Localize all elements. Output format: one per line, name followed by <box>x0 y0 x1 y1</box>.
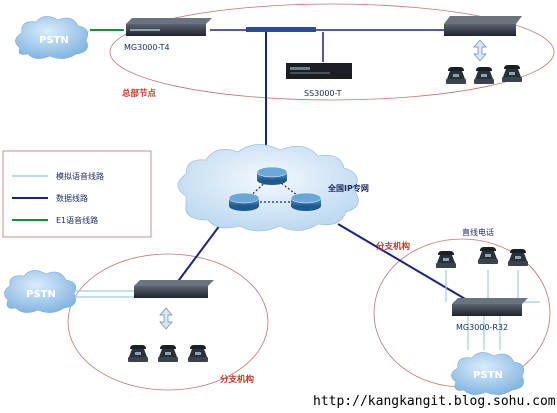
hq-site-ellipse <box>109 3 555 101</box>
router-icon-top <box>256 166 288 185</box>
router-icon-left <box>228 192 260 211</box>
mg3000-r32-device <box>452 298 528 316</box>
ss3000-t-label: SS3000-T <box>304 89 342 98</box>
pstn-cloud-bottom-right: PSTN <box>451 352 525 395</box>
pstn-label-bottom-left: PSTN <box>26 289 56 300</box>
branch-left-phone-icon-3 <box>188 345 208 362</box>
hq-phone-icon-1 <box>446 67 466 84</box>
mg3000-t4-device <box>126 18 212 36</box>
ss3000-t-device <box>286 63 352 79</box>
legend-label-e1: E1语音线路 <box>56 215 98 225</box>
hq-switch-bar <box>246 27 316 32</box>
mg3000-t4-label: MG3000-T4 <box>124 43 170 52</box>
branch-left-ellipse <box>67 253 269 391</box>
pstn-cloud-bottom-left: PSTN <box>4 270 77 313</box>
branch-right-label: 分支机构 <box>376 241 411 252</box>
branch-left-updown-arrow-icon <box>159 307 173 330</box>
national-ip-label: 全国IP专网 <box>327 183 369 193</box>
pstn-label-bottom-right: PSTN <box>473 370 503 381</box>
hq-updown-arrow-icon <box>473 39 487 62</box>
direct-phone-label: 直线电话 <box>462 227 494 237</box>
hq-phone-icon-3 <box>502 65 522 82</box>
router-icon-right <box>290 192 322 211</box>
legend-label-data: 数据线路 <box>56 193 88 203</box>
branch-left-phone-icon-2 <box>158 345 178 362</box>
branch-right-phone-icon-2 <box>478 247 498 264</box>
pstn-cloud-top-left: PSTN <box>15 16 89 59</box>
watermark-url: http://kangkangit.blog.sohu.com <box>313 394 556 409</box>
branch-right-phone-icon-1 <box>436 251 456 268</box>
hq-node-label: 总部节点 <box>122 88 157 99</box>
branch-left-label: 分支机构 <box>220 374 255 385</box>
hq-phone-icon-2 <box>474 67 494 84</box>
branch-left-gateway-device <box>134 280 214 298</box>
branch-left-uplink <box>175 216 227 285</box>
branch-right-phone-icon-3 <box>508 249 528 266</box>
legend: 模拟语音线路 数据线路 E1语音线路 <box>2 150 152 238</box>
branch-right-uplink <box>337 223 473 304</box>
hq-gateway-device <box>444 16 522 36</box>
legend-label-analog: 模拟语音线路 <box>56 171 104 181</box>
mg3000-r32-label: MG3000-R32 <box>456 323 508 332</box>
branch-left-phone-icon-1 <box>128 345 148 362</box>
pstn-label-top-left: PSTN <box>39 35 69 46</box>
